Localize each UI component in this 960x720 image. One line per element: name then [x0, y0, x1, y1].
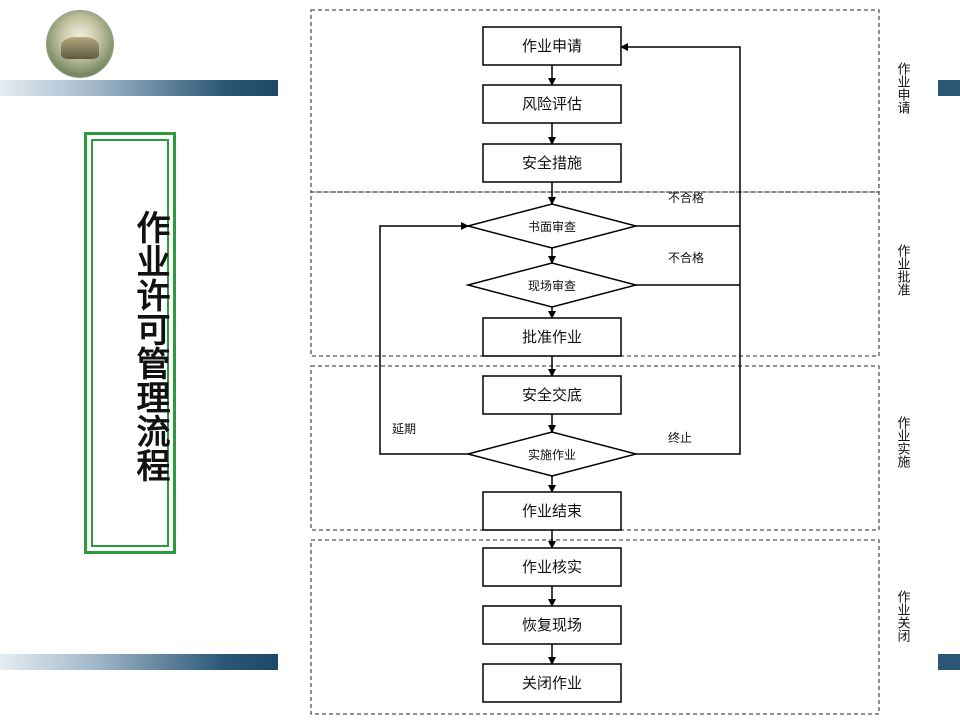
stage-label-approve: 作业批准	[895, 244, 911, 296]
step-execute-label: 实施作业	[528, 447, 576, 462]
step-restore-label: 恢复现场	[522, 616, 582, 634]
footer-bar-right	[938, 654, 960, 670]
step-site-review-label: 现场审查	[528, 278, 576, 293]
step-close-label: 关闭作业	[522, 674, 582, 692]
edge-label-fail-2: 不合格	[668, 250, 704, 265]
header-bar-right	[938, 80, 960, 96]
stage-label-close: 作业关闭	[895, 590, 911, 643]
footer-bar-left	[0, 654, 278, 670]
stage-box-apply	[310, 9, 880, 193]
page-title: 作业许可管理流程	[130, 210, 170, 482]
step-verify-label: 作业核实	[522, 558, 582, 576]
step-risk-label: 风险评估	[522, 95, 582, 113]
step-approve-label: 批准作业	[522, 328, 582, 346]
stage-box-close	[310, 539, 880, 715]
step-safety-label: 安全措施	[522, 154, 582, 172]
step-risk-box	[482, 84, 622, 124]
title-box: 作业许可管理流程	[84, 132, 176, 554]
logo-emblem	[61, 37, 99, 59]
title-box-inner-border	[91, 139, 169, 547]
line-extend-loop	[379, 222, 469, 455]
step-verify-box	[482, 547, 622, 587]
line-stop-return	[620, 43, 741, 455]
step-safety-box	[482, 143, 622, 183]
header-bar-left	[0, 80, 278, 96]
logo	[46, 10, 114, 78]
stage-label-execute: 作业实施	[895, 416, 911, 468]
stage-label-apply: 作业申请	[895, 62, 911, 114]
step-approve-box	[482, 317, 622, 357]
step-finish-box	[482, 491, 622, 531]
edge-label-stop: 终止	[668, 430, 692, 445]
edge-label-extend: 延期	[392, 422, 416, 436]
step-finish-label: 作业结束	[522, 502, 582, 520]
step-apply-label: 作业申请	[522, 37, 582, 55]
step-apply-box	[482, 26, 622, 66]
step-doc-review-label: 书面审查	[528, 219, 576, 234]
step-handover-label: 安全交底	[522, 386, 582, 404]
edge-label-fail-1: 不合格	[668, 190, 704, 205]
